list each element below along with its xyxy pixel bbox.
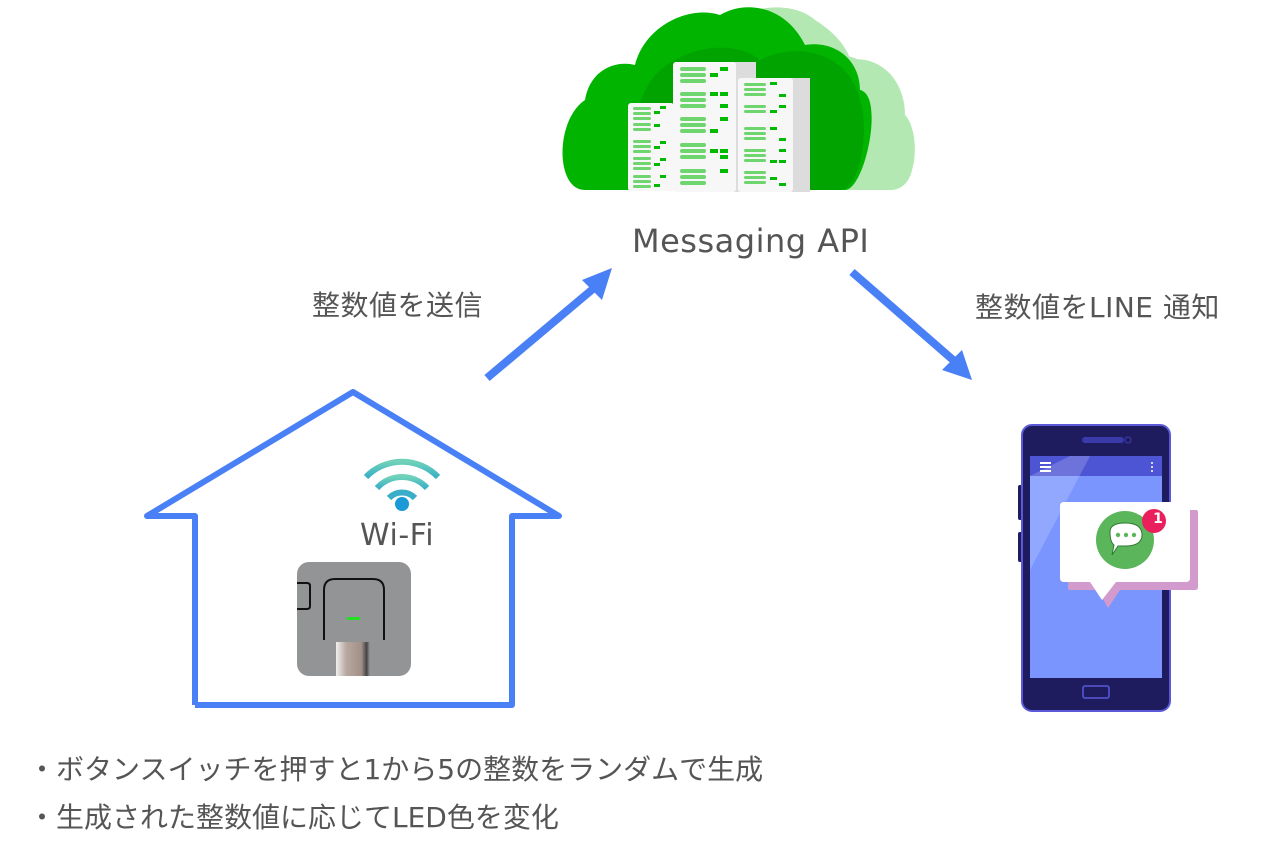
server-rack-left [628,103,674,191]
phone-appbar [1030,456,1162,476]
notification-badge [1142,509,1166,533]
smartphone [1018,424,1198,712]
edge-label-notify: 整数値をLINE 通知 [975,291,1220,324]
server-rack-center [673,62,756,192]
menu-icon [1040,462,1051,472]
notification-badge-count: 1 [1153,511,1163,527]
note-item: ・ボタンスイッチを押すと1から5の整数をランダムで生成 [28,753,764,786]
server-rack-right [738,78,810,192]
microcontroller-device [297,562,411,676]
more-vert-icon [1151,462,1153,472]
edge-label-send: 整数値を送信 [312,289,484,322]
status-led [347,617,360,620]
usb-cable [336,642,370,676]
wifi-label: Wi-Fi [360,518,435,553]
wifi-icon [363,458,441,511]
cloud-label: Messaging API [632,222,870,260]
note-item: ・生成された整数値に応じてLED色を変化 [28,801,559,834]
home-button [1082,685,1110,699]
cloud-server-icon [562,7,915,192]
